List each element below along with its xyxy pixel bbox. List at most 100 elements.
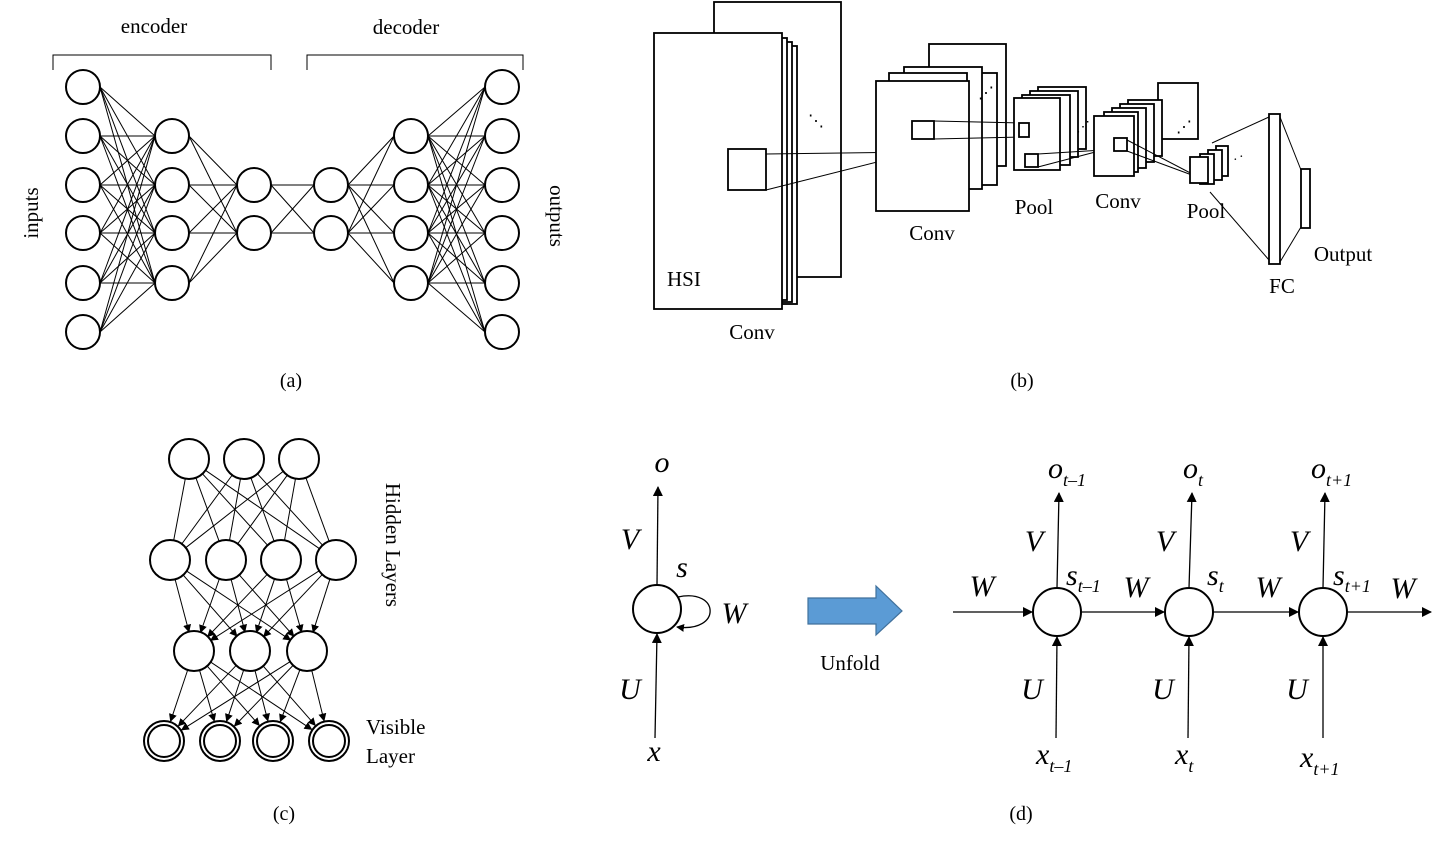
dbn-connections (169, 469, 331, 731)
connection-edge (427, 184, 486, 284)
neuron-node (484, 314, 520, 350)
hidden-neuron (260, 539, 302, 581)
neuron-node (393, 215, 429, 251)
directed-edge (238, 574, 295, 637)
connection-edge (185, 470, 284, 549)
conv2-label: Conv (909, 221, 955, 245)
connection-edge (270, 184, 315, 234)
directed-edge (311, 670, 327, 722)
connection-edge (188, 184, 238, 234)
hidden-node (1298, 587, 1348, 637)
conv1-dots: ⋰ (978, 85, 994, 102)
visible-label-line-1: Visible (366, 715, 425, 739)
encoder-label: encoder (121, 14, 187, 38)
connection-edge (99, 135, 156, 234)
directed-edge (254, 670, 270, 722)
neuron-node (154, 167, 190, 203)
connection-edge (427, 282, 486, 333)
panel-a-autoencoder: encoder decoder inputs outputs (a) (19, 14, 569, 392)
conv3-maps: ⋰ ⋰ (1076, 82, 1201, 179)
directed-edge (262, 665, 316, 726)
connection-edge (99, 135, 156, 284)
hidden-neuron (149, 539, 191, 581)
visible-label-line-2: Layer (366, 744, 415, 768)
hsi-dots: ⋱ (808, 113, 824, 130)
folded-x: x (646, 735, 661, 768)
hidden-neuron (205, 539, 247, 581)
pool2-dots: · (1233, 153, 1238, 168)
caption-d: (d) (1009, 803, 1032, 825)
neuron-node (154, 118, 190, 154)
u-label: U (1021, 673, 1045, 706)
neuron-node (154, 265, 190, 301)
connection-edge (347, 135, 395, 234)
directed-edge (279, 669, 301, 723)
neuron-node (484, 118, 520, 154)
connection-edge (99, 135, 156, 186)
recurrent-loop (676, 595, 711, 632)
neuron-node (236, 167, 272, 203)
conv1-label: Conv (729, 320, 775, 344)
conv1-front-map (875, 80, 970, 212)
inputs-label: inputs (19, 187, 43, 238)
folded-W: W (722, 597, 750, 630)
panel-c-dbn: Hidden Layers Visible Layer (c) (143, 438, 425, 825)
directed-edge (177, 665, 237, 727)
connection-edge (99, 135, 156, 333)
folded-V: V (621, 523, 643, 556)
neuron-node (484, 265, 520, 301)
visible-neuron-inner (256, 724, 290, 758)
x-label: xt–1 (1035, 738, 1072, 776)
neuron-node (65, 265, 101, 301)
u-label: U (1152, 673, 1176, 706)
hidden-neuron (223, 438, 265, 480)
connection-edge (427, 135, 486, 284)
connection-edge (347, 184, 395, 284)
neuron-node (65, 118, 101, 154)
hidden-node (1032, 587, 1082, 637)
connection-edge (99, 184, 156, 333)
encoder-bracket (52, 54, 272, 70)
output-arrow (652, 486, 663, 586)
neuron-node (393, 167, 429, 203)
fc-bar (1268, 113, 1281, 265)
pool1-patch-small (1024, 153, 1039, 168)
hidden-neuron (168, 438, 210, 480)
connection-edge (347, 135, 395, 186)
s-label: st (1207, 559, 1225, 596)
connection-edge (99, 86, 156, 137)
neuron-node (484, 167, 520, 203)
visible-neuron-inner (147, 724, 181, 758)
connection-edge (427, 86, 486, 186)
pool1-maps (1013, 86, 1104, 171)
folded-U: U (619, 673, 643, 706)
connection-edge (284, 478, 296, 541)
directed-edge (286, 579, 304, 633)
v-label: V (1156, 525, 1178, 558)
w-label: W (1124, 571, 1152, 604)
hidden-neuron (286, 630, 328, 672)
connection-edge (347, 184, 395, 234)
caption-b: (b) (1010, 370, 1033, 392)
pool2-dots: · (1239, 150, 1244, 165)
directed-edge (311, 578, 331, 633)
conv3-back-map (1157, 82, 1199, 140)
rnn-hidden-node (632, 584, 682, 634)
panel-b-cnn: ⋱ HSI Conv ⋰ Conv (653, 1, 1372, 392)
connection-edge (237, 474, 288, 545)
x-label: xt+1 (1299, 741, 1339, 779)
connection-edge (173, 478, 186, 541)
connection-edge (99, 232, 156, 333)
panel-d-rnn: o V s W U x Unfold W ot–1 V st–1 (619, 446, 1432, 825)
neuron-node (65, 167, 101, 203)
pool1-patch (1018, 122, 1030, 138)
hidden-neuron (315, 539, 357, 581)
connection-edge (347, 232, 395, 284)
connection-edge (427, 232, 486, 284)
s-label: st+1 (1333, 559, 1371, 596)
neuron-node (393, 118, 429, 154)
connection-edge (305, 477, 330, 542)
rnn-folded: o V s W U x (619, 446, 749, 768)
rnn-step-t-plus-1: W ot+1 V st+1 U xt+1 (1256, 452, 1371, 779)
